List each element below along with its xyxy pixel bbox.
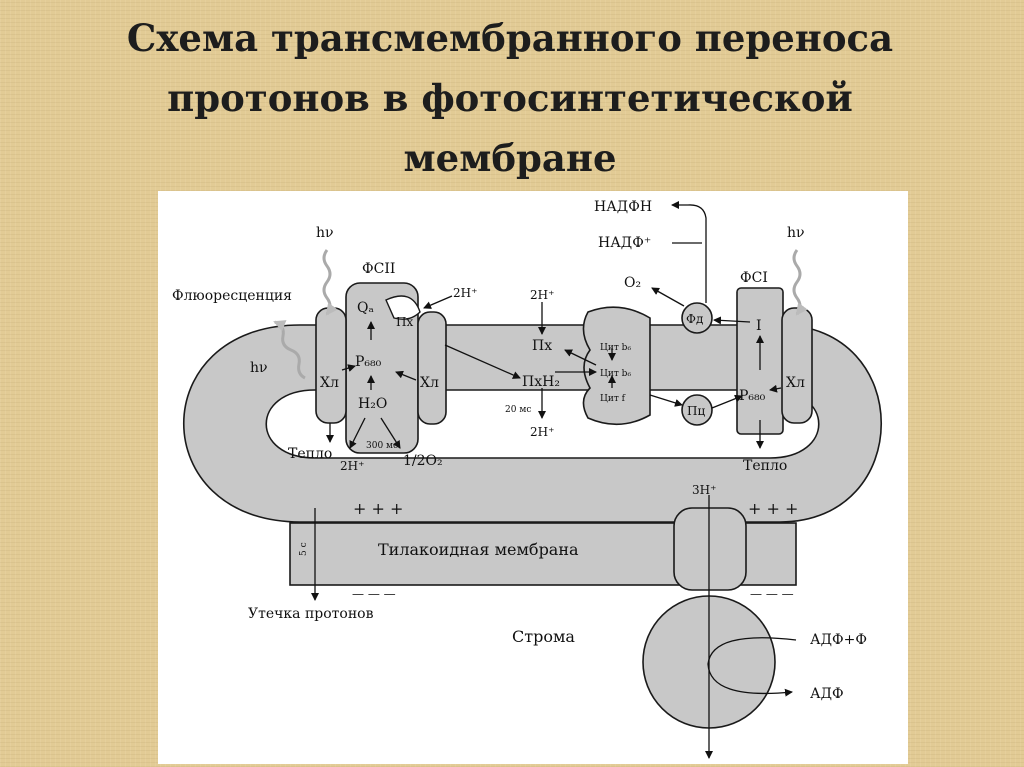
cyt-b6-b-label: Цит b₆ <box>600 369 631 379</box>
heat-right-label: Тепло <box>743 458 787 474</box>
atp-synthase-channel <box>673 507 747 591</box>
psii-label: ФСII <box>362 261 395 277</box>
cytochrome-complex <box>582 306 651 426</box>
title-line-3: мембране <box>403 136 617 180</box>
qa-label: Qₐ <box>357 300 374 316</box>
minus-right-label: — — — <box>750 587 794 601</box>
o2-label: O₂ <box>624 275 641 291</box>
cyt-b6-a-label: Цит b₆ <box>600 343 631 353</box>
heat-left-label: Тепло <box>288 446 332 462</box>
chlorophyll-right <box>781 307 813 424</box>
five-s-label: 5 с <box>299 542 309 556</box>
adp-p-label: АДФ+Ф <box>810 632 867 648</box>
t300-label: 300 мс <box>366 441 398 451</box>
chl-left-b-label: Хл <box>420 375 439 391</box>
qa-pocket <box>385 295 421 320</box>
ferredoxin <box>681 302 713 334</box>
p680-left-label: P₆₈₀ <box>355 354 382 370</box>
px-label: Пх <box>396 315 413 329</box>
pc-label: Пц <box>687 404 705 418</box>
half-o2-label: 1/2O₂ <box>403 453 443 469</box>
fluorescence-label: Флюоресценция <box>172 288 292 304</box>
hv-fluor-label: hν <box>250 360 268 376</box>
adp-label: АДФ <box>810 686 844 702</box>
t20-label: 20 мс <box>505 405 531 415</box>
membrane-strip <box>289 522 701 586</box>
light-wave-left <box>322 249 338 316</box>
p680-right-label: P₆₈₀ <box>739 388 766 404</box>
leak-label: Утечка протонов <box>248 606 374 622</box>
2h-water-label: 2H⁺ <box>340 459 364 473</box>
plus-left-label: + + + <box>353 499 403 518</box>
fluorescence-wave <box>273 320 306 380</box>
2h-pq-top-label: 2H⁺ <box>530 288 554 302</box>
roman-one-label: I <box>756 318 762 334</box>
title-line-2: протонов в фотосинтетической <box>167 76 853 120</box>
stroma-label: Строма <box>512 627 575 646</box>
psi-label: ФСI <box>740 270 768 286</box>
pxh2-label: ПхH₂ <box>522 374 560 390</box>
nadp-label: НАДФ⁺ <box>598 235 651 251</box>
light-wave-right <box>792 249 808 316</box>
chlorophyll-left-b <box>417 311 447 425</box>
2h-pq-bottom-label: 2H⁺ <box>530 425 554 439</box>
hv-right-label: hν <box>787 225 805 241</box>
plastocyanin <box>681 394 713 426</box>
chlorophyll-left-a <box>315 307 347 424</box>
three-h-label: 3H⁺ <box>692 483 716 497</box>
chl-right-label: Хл <box>786 375 805 391</box>
title-line-1: Схема трансмембранного переноса <box>126 16 894 60</box>
cyt-f-label: Цит f <box>600 394 626 404</box>
chl-left-a-label: Хл <box>320 375 339 391</box>
h2o-label: H₂O <box>358 396 387 412</box>
2h-psii-top-label: 2H⁺ <box>453 286 477 300</box>
fd-label: Фд <box>686 312 703 326</box>
plus-right-label: + + + <box>748 499 798 518</box>
electron-arrows <box>311 201 797 759</box>
nadph-label: НАДФН <box>594 199 652 215</box>
hv-left-label: hν <box>316 225 334 241</box>
minus-left-label: — — — <box>352 587 396 601</box>
membrane-label: Тилакоидная мембрана <box>378 540 579 559</box>
px2-label: Пх <box>532 338 552 354</box>
slide-title: Схема трансмембранного переноса протонов… <box>60 8 960 188</box>
